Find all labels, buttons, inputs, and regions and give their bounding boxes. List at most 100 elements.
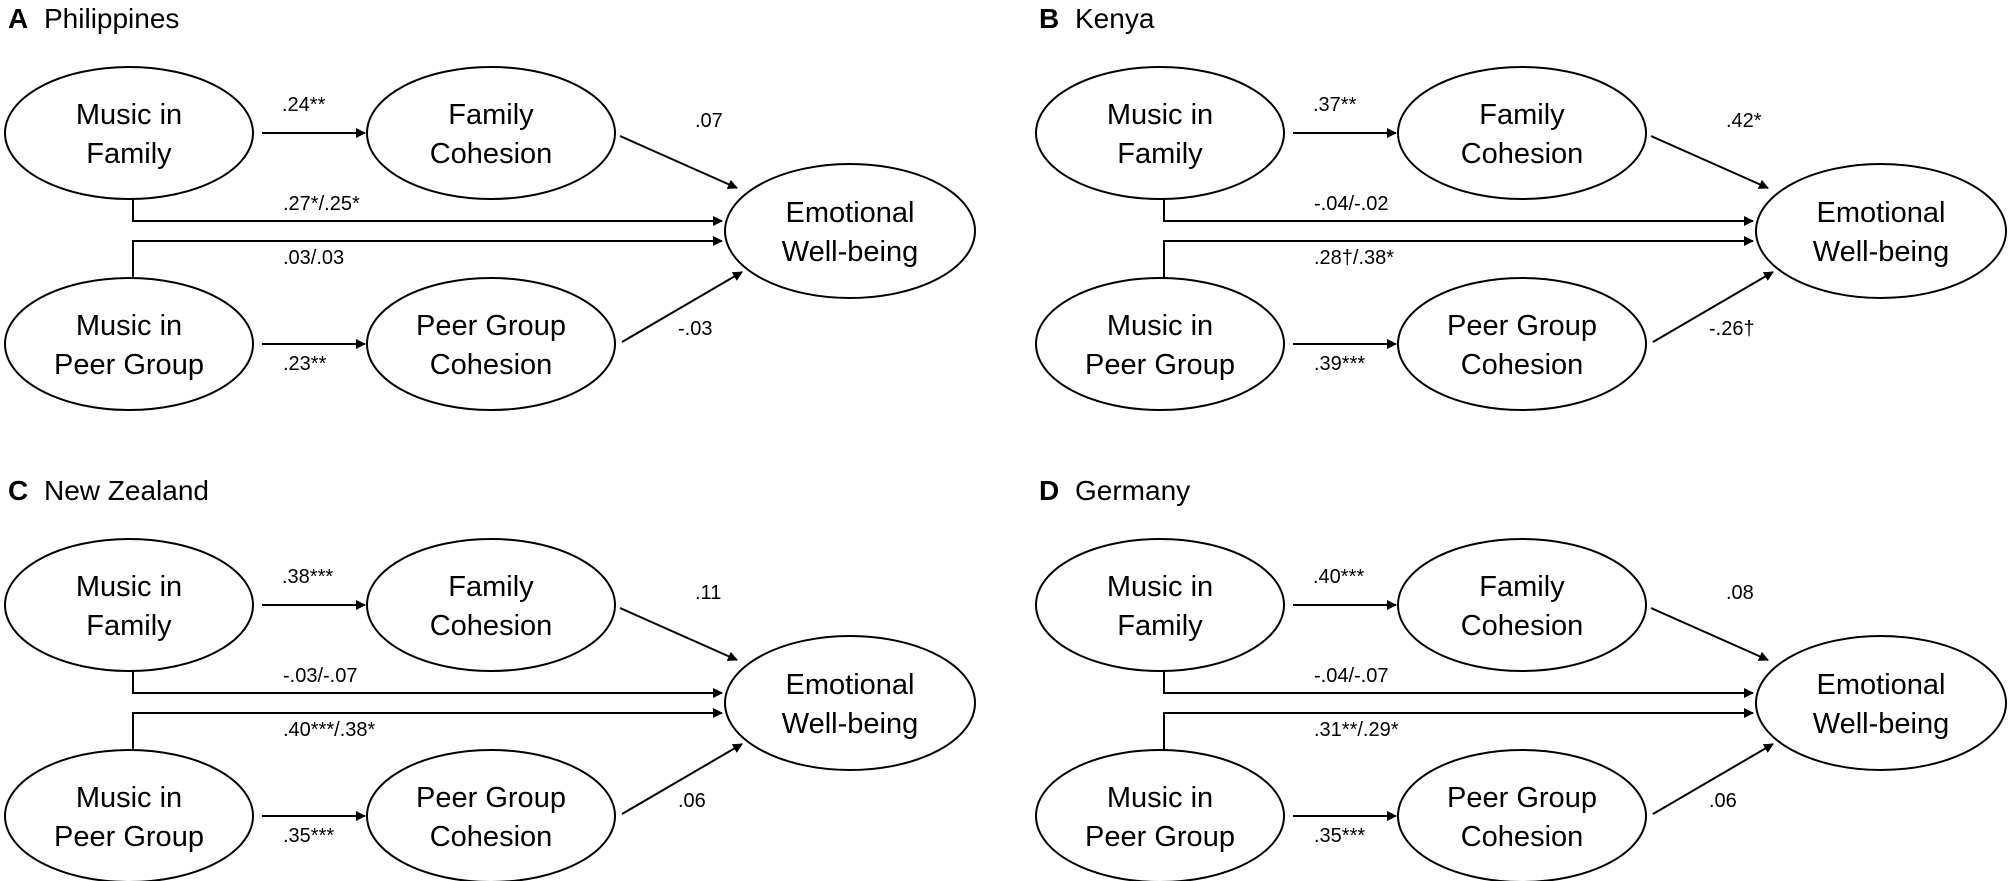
path-peer-cohesion-to-wellbeing [621, 743, 743, 815]
node-label-line-1: Music in [1107, 782, 1213, 814]
node-label-line-2: Family [86, 138, 172, 170]
coefficient-family-cohesion-to-wellbeing: .08 [1726, 582, 1754, 604]
node-ellipse [4, 538, 254, 672]
node-ellipse [1397, 277, 1647, 411]
node-ellipse [724, 163, 976, 299]
node-label-line-1: Emotional [1817, 197, 1946, 229]
node-label-line-1: Music in [76, 310, 182, 342]
node-label-line-2: Well-being [1813, 708, 1949, 740]
node-label-line-1: Music in [1107, 310, 1213, 342]
coefficient-music-peer-to-wellbeing: .40***/.38* [283, 719, 376, 741]
coefficient-family-cohesion-to-wellbeing: .11 [695, 582, 721, 604]
node-ellipse [1397, 749, 1647, 881]
node-label-line-1: Emotional [1817, 669, 1946, 701]
node-label-line-2: Family [1117, 138, 1203, 170]
node-label-line-1: Music in [1107, 99, 1213, 131]
node-ellipse [1035, 66, 1285, 200]
node-ellipse [366, 538, 616, 672]
node-label-line-1: Music in [76, 571, 182, 603]
node-ellipse [1035, 277, 1285, 411]
path-family-cohesion-to-wellbeing [1650, 607, 1769, 661]
node-label-line-1: Family [448, 571, 534, 603]
coefficient-music-peer-to-wellbeing: .31**/.29* [1314, 719, 1399, 741]
node-label-line-2: Peer Group [1085, 349, 1235, 381]
node-label-line-1: Family [1479, 99, 1565, 131]
node-label-line-1: Emotional [786, 197, 915, 229]
node-label-line-2: Cohesion [1461, 821, 1584, 853]
coefficient-family-cohesion-to-wellbeing: .07 [695, 110, 723, 132]
node-ellipse [1397, 538, 1647, 672]
path-music-peer-to-wellbeing [1163, 236, 1754, 278]
node-label-line-2: Peer Group [54, 821, 204, 853]
node-music-family: Music in Family [4, 66, 254, 200]
node-ellipse [724, 635, 976, 771]
coefficient-peer-cohesion-to-wellbeing: .06 [678, 790, 706, 812]
node-ellipse [1035, 749, 1285, 881]
node-label-line-1: Family [1479, 571, 1565, 603]
node-ellipse [4, 277, 254, 411]
panel-letter: B [1039, 3, 1059, 34]
node-label-line-2: Family [1117, 610, 1203, 642]
node-ellipse [1397, 66, 1647, 200]
node-music-peer: Music in Peer Group [1035, 277, 1285, 411]
node-label-line-2: Cohesion [430, 821, 553, 853]
path-peer-cohesion-to-wellbeing [1652, 271, 1774, 343]
node-label-line-2: Cohesion [1461, 610, 1584, 642]
coefficient-music-family-to-wellbeing: -.04/-.07 [1314, 665, 1388, 687]
node-ellipse [4, 749, 254, 881]
coefficient-music-peer-to-wellbeing: .03/.03 [283, 247, 344, 269]
node-label-line-1: Peer Group [416, 782, 566, 814]
path-music-family-to-wellbeing [1163, 671, 1754, 698]
node-label-line-1: Peer Group [416, 310, 566, 342]
coefficient-peer-cohesion-to-wellbeing: .06 [1709, 790, 1737, 812]
node-label-line-1: Emotional [786, 669, 915, 701]
coefficient-peer-cohesion-to-wellbeing: -.26† [1709, 318, 1755, 340]
coefficient-music-peer-to-wellbeing: .28†/.38* [1314, 247, 1394, 269]
node-label-line-1: Peer Group [1447, 310, 1597, 342]
node-label-line-2: Well-being [1813, 236, 1949, 268]
node-label-line-1: Music in [76, 99, 182, 131]
node-label-line-1: Family [448, 99, 534, 131]
node-music-peer: Music in Peer Group [1035, 749, 1285, 881]
coefficient-music-family-to-family-cohesion: .37** [1313, 94, 1357, 116]
node-label-line-1: Peer Group [1447, 782, 1597, 814]
path-family-cohesion-to-wellbeing [619, 607, 738, 661]
coefficient-music-family-to-family-cohesion: .40*** [1313, 566, 1364, 588]
node-label-line-2: Well-being [782, 708, 918, 740]
node-music-family: Music in Family [1035, 538, 1285, 672]
coefficient-music-peer-to-peer-cohesion: .23** [283, 353, 327, 375]
panel-letter: A [8, 3, 28, 34]
path-peer-cohesion-to-wellbeing [621, 271, 743, 343]
coefficient-peer-cohesion-to-wellbeing: -.03 [678, 318, 712, 340]
node-ellipse [366, 66, 616, 200]
panel-letter: C [8, 475, 28, 506]
coefficient-music-peer-to-peer-cohesion: .35*** [283, 825, 334, 847]
path-music-family-to-wellbeing [132, 671, 723, 698]
coefficient-music-family-to-wellbeing: .27*/.25* [283, 193, 360, 215]
node-music-family: Music in Family [1035, 66, 1285, 200]
node-ellipse [1755, 163, 2007, 299]
node-label-line-2: Peer Group [1085, 821, 1235, 853]
node-label-line-2: Cohesion [430, 610, 553, 642]
coefficient-music-peer-to-peer-cohesion: .35*** [1314, 825, 1365, 847]
path-music-family-to-wellbeing [132, 199, 723, 226]
path-music-peer-to-wellbeing [132, 236, 723, 278]
node-label-line-1: Music in [1107, 571, 1213, 603]
node-ellipse [366, 749, 616, 881]
node-label-line-2: Cohesion [430, 138, 553, 170]
